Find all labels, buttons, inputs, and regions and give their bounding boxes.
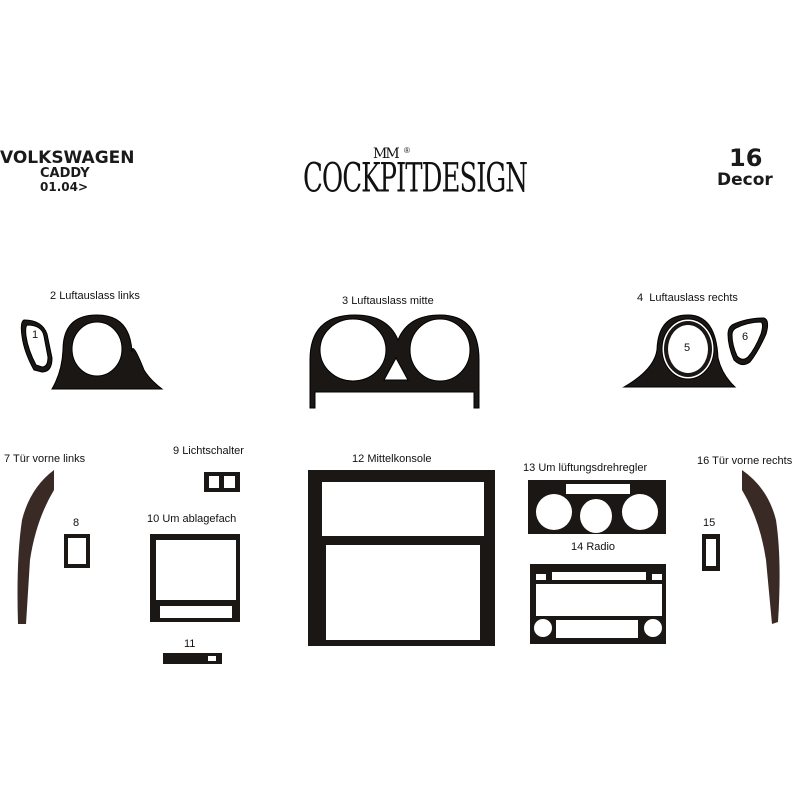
- part-5-shape: [664, 321, 712, 377]
- part-label-11: 11: [184, 638, 196, 650]
- part-1-shape: [20, 319, 53, 373]
- part-label-9: 9 Lichtschalter: [173, 445, 244, 457]
- piece-count: 16: [729, 144, 763, 172]
- part-11-shape: [163, 653, 222, 664]
- part-10-shape: [150, 534, 240, 622]
- part-7-shape: [17, 470, 54, 624]
- part-15-shape: [702, 534, 720, 571]
- part-label-13: 13 Um lüftungsdrehregler: [523, 462, 648, 474]
- part-label-4: 4 Luftauslass rechts: [637, 292, 738, 304]
- part-label-1: 1: [32, 329, 39, 341]
- part-label-2: 2 Luftauslass links: [50, 290, 140, 302]
- part-6-shape: [727, 317, 769, 366]
- part-14-shape: [530, 564, 666, 644]
- vehicle-date: 01.04>: [40, 180, 89, 194]
- vehicle-model: CADDY: [40, 166, 90, 181]
- part-8-shape: [64, 534, 90, 568]
- part-label-5: 5: [684, 342, 691, 354]
- part-label-8: 8: [73, 517, 80, 529]
- part-4-shape: [622, 314, 737, 388]
- part-label-10: 10 Um ablagefach: [147, 513, 237, 525]
- part-label-12: 12 Mittelkonsole: [352, 453, 432, 465]
- part-2-shape: [51, 314, 164, 390]
- part-label-6: 6: [742, 331, 749, 343]
- part-3-shape: [309, 314, 480, 409]
- part-13-shape: [528, 480, 666, 534]
- part-label-14: 14 Radio: [571, 541, 616, 553]
- part-label-15: 15: [703, 517, 716, 529]
- brand-logo: COCKPITDESIGN: [303, 156, 528, 203]
- part-9-shape: [204, 472, 240, 492]
- brand-logo-top: MM: [373, 146, 400, 162]
- brand-registered: ®: [404, 146, 410, 155]
- part-label-16: 16 Tür vorne rechts: [697, 455, 793, 467]
- part-12-shape: [308, 470, 495, 646]
- finish-label: Decor: [717, 170, 773, 190]
- part-label-7: 7 Tür vorne links: [4, 453, 86, 465]
- vehicle-make: VOLKSWAGEN: [0, 148, 135, 168]
- part-16-shape: [742, 470, 780, 624]
- part-label-3: 3 Luftauslass mitte: [342, 295, 434, 307]
